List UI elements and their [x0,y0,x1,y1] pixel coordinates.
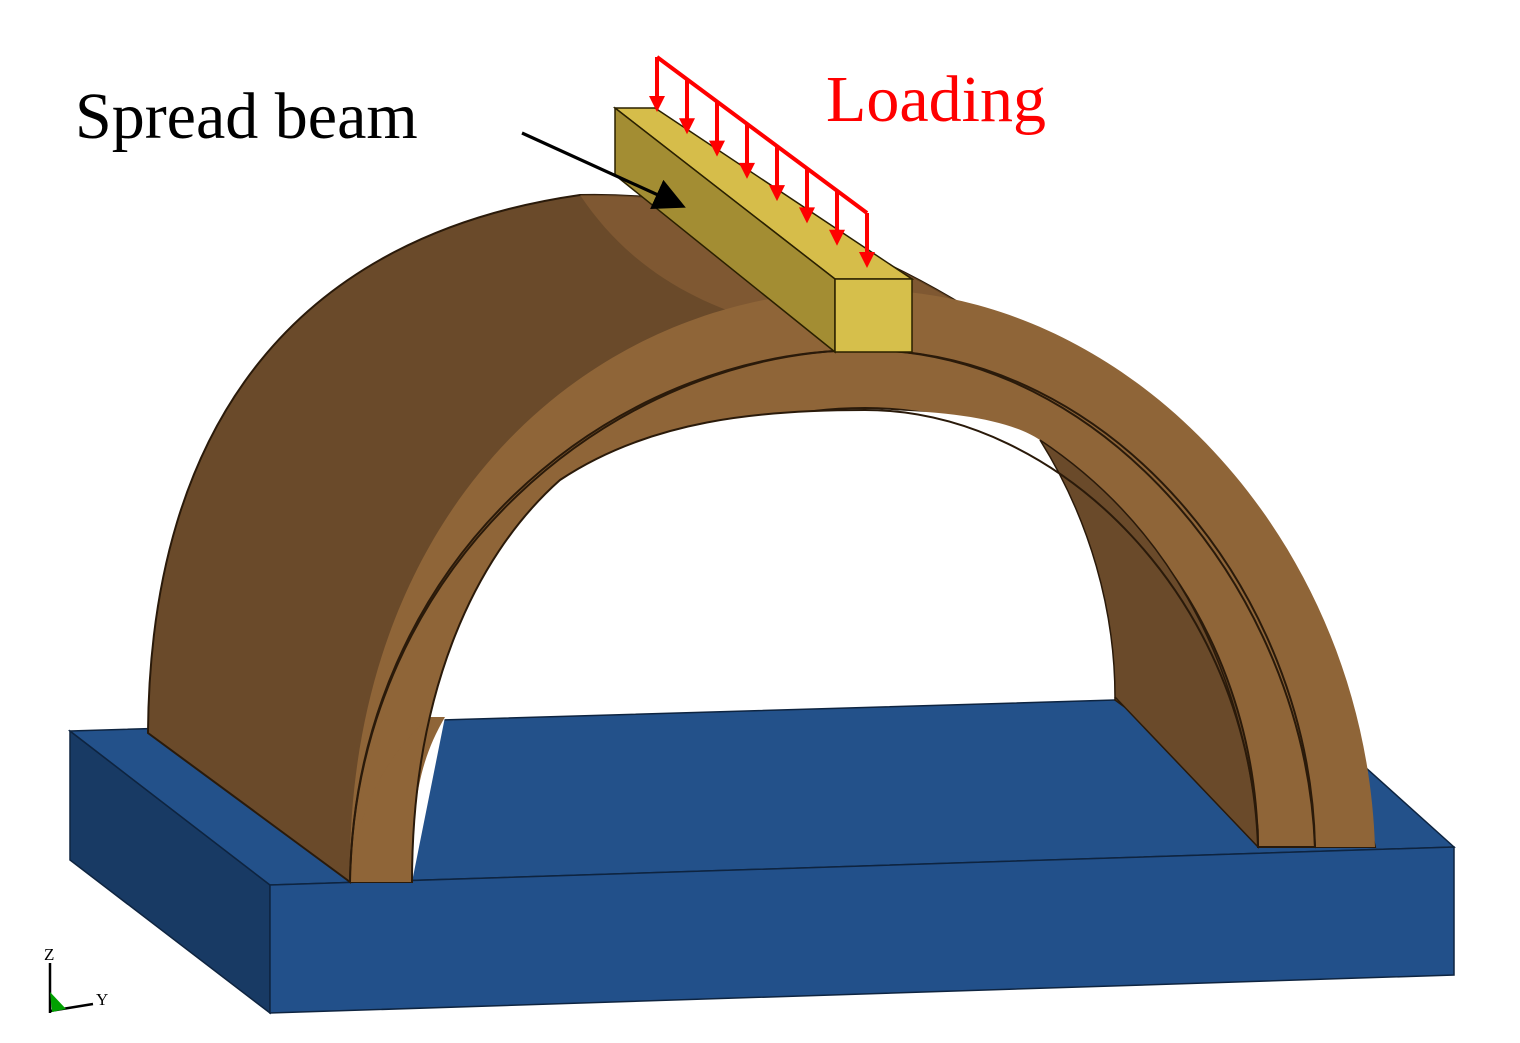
spread-beam-leader-arrow [521,131,686,209]
loading-label: Loading [826,63,1046,136]
load-arrow-head [829,229,845,246]
load-arrow-head [769,185,785,202]
load-arrow-head [799,207,815,224]
load-arrow-head [739,162,755,179]
axis-triad: Z Y [44,945,108,1013]
masonry-arch [146,193,1377,884]
load-arrow-head [679,118,695,135]
x-axis-marker [50,992,66,1012]
spread-beam-label: Spread beam [75,80,418,153]
slab-front-face [269,846,1455,1014]
load-arrow-head [859,252,875,268]
load-frame-line [655,55,869,215]
load-arrow-head [649,96,665,112]
arch-ring-inner-edge [411,408,1259,883]
z-axis-label: Z [44,945,54,964]
arch-front-ring [349,290,1376,882]
y-axis-label: Y [96,990,108,1009]
load-arrow-head [709,140,725,157]
arch-void [412,410,1115,882]
beam-end-face [834,278,913,353]
distributed-load-arrows [649,55,875,268]
